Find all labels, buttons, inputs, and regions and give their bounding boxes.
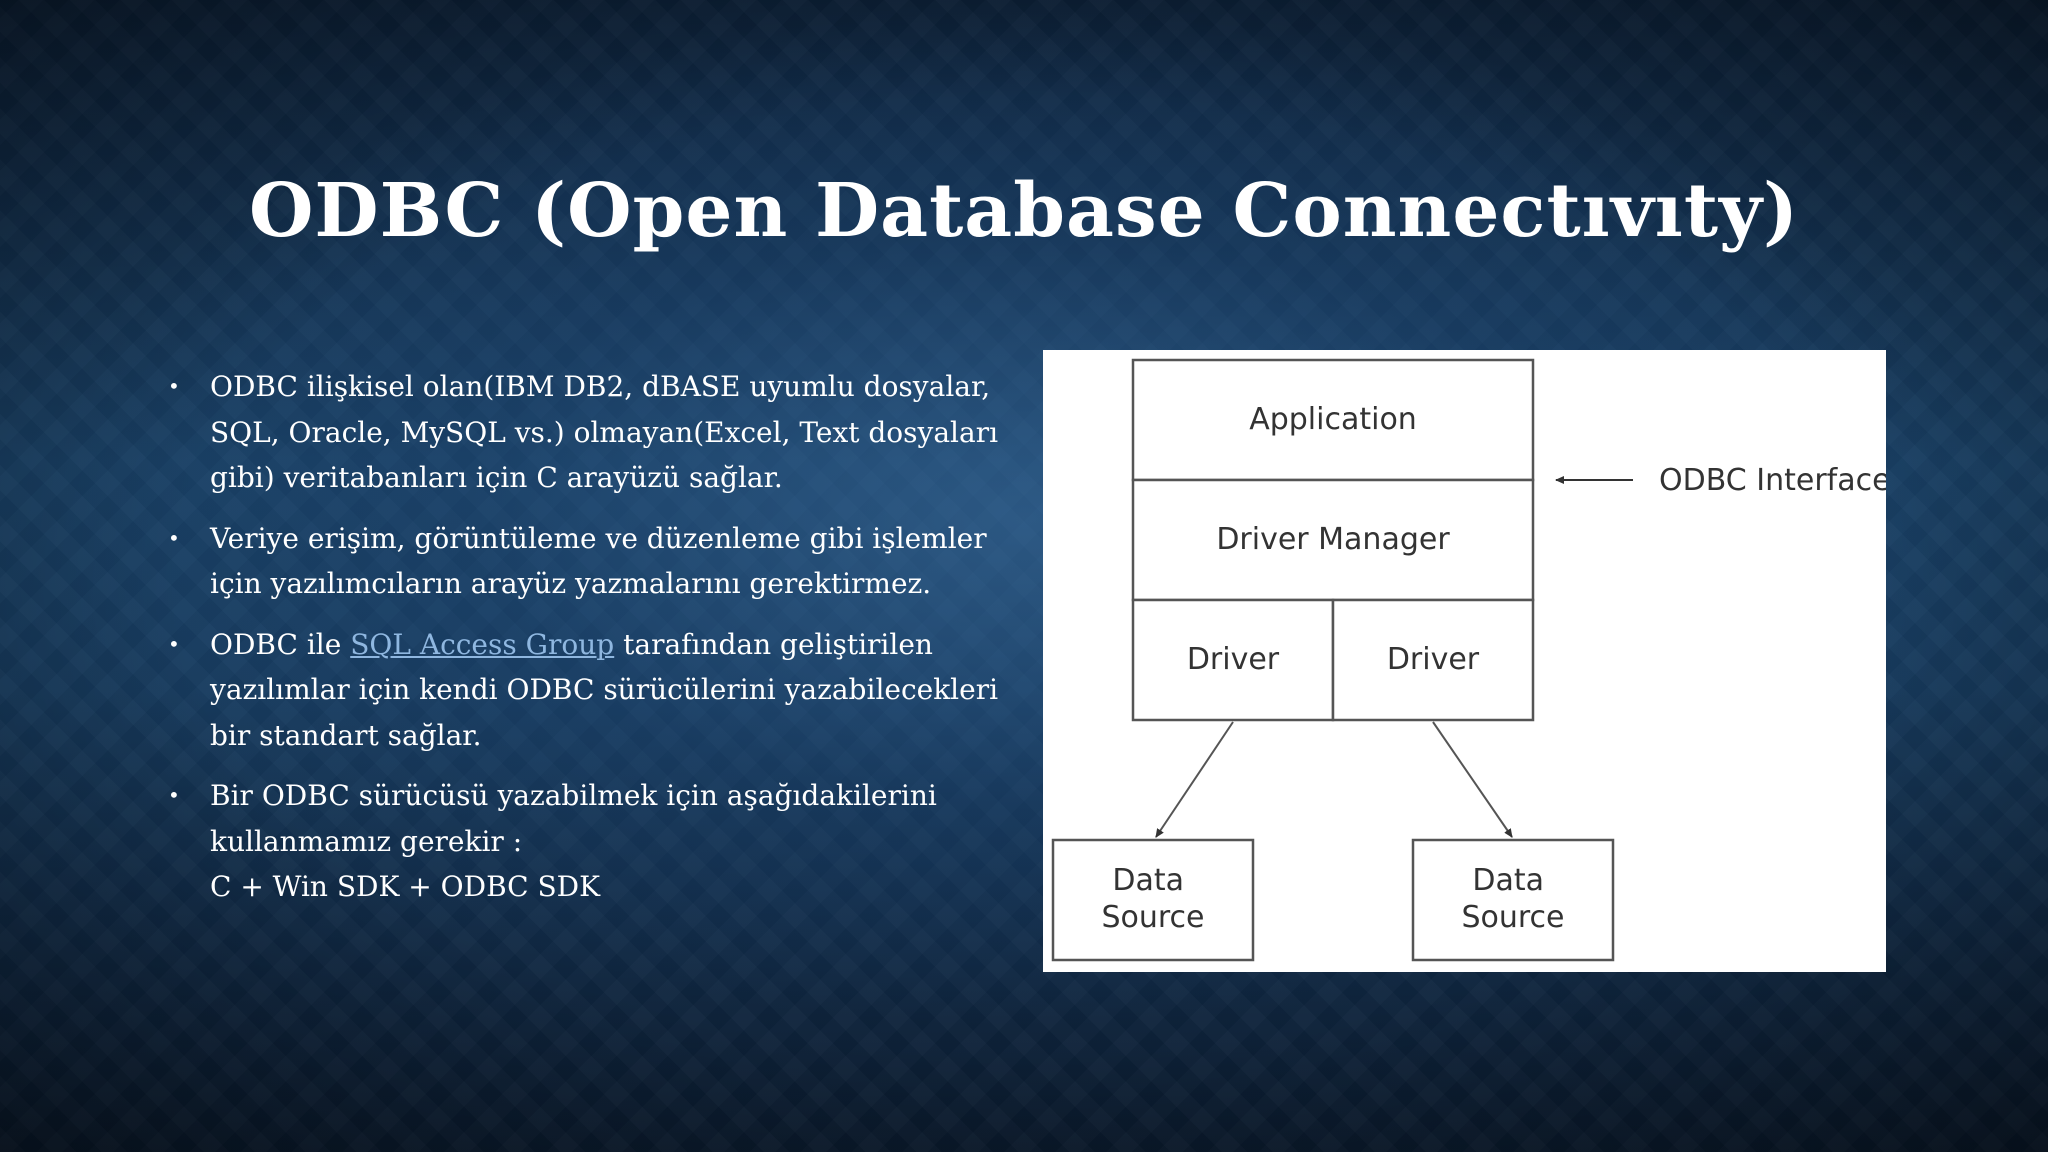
data-source-right-line2: Source [1461,900,1564,935]
arrow-to-data-source-right [1432,721,1513,838]
odbc-architecture-diagram: Application Driver Manager Driver Driver… [1043,350,1886,972]
bullet-item: • ODBC ile SQL Access Group tarafından g… [160,622,1020,759]
bullet-text-before: ODBC ile [210,627,351,661]
data-source-box-right [1411,838,1615,962]
driver-box-right [1331,598,1535,722]
application-box [1131,358,1535,482]
driver-label-left: Driver [1187,642,1280,677]
bullet-dot-icon: • [168,525,180,550]
driver-manager-box [1131,478,1535,602]
slide-title: ODBC (Open Database Connectıvıty) [248,168,1800,254]
diagram-svg: Application Driver Manager Driver Driver… [1051,358,1886,962]
driver-box-left [1131,598,1335,722]
data-source-right-line1: Data [1472,863,1544,898]
bullet-text: ODBC ilişkisel olan(IBM DB2, dBASE uyuml… [210,370,999,494]
application-label: Application [1249,402,1417,437]
data-source-label-right: Data Source [1461,863,1564,935]
bullet-dot-icon: • [168,783,180,807]
driver-label-right: Driver [1387,642,1480,677]
bullet-text: Bir ODBC sürücüsü yazabilmek için aşağıd… [210,779,937,858]
data-source-left-line2: Source [1101,900,1204,935]
bullet-item: • Veriye erişim, görüntüleme ve düzenlem… [160,516,1020,607]
bullet-item: • Bir ODBC sürücüsü yazabilmek için aşağ… [160,773,1020,910]
bullet-text: Veriye erişim, görüntüleme ve düzenleme … [210,521,987,601]
bullet-dot-icon: • [168,374,180,398]
bullet-formula: C + Win SDK + ODBC SDK [210,870,601,903]
bullet-list: • ODBC ilişkisel olan(IBM DB2, dBASE uyu… [160,364,1020,925]
data-source-left-line1: Data [1112,863,1184,898]
arrow-to-data-source-left [1155,721,1234,838]
interface-label: ODBC Interface [1659,463,1886,498]
bullet-dot-icon: • [168,631,180,656]
data-source-box-left [1051,838,1255,962]
driver-manager-label: Driver Manager [1216,522,1450,557]
bullet-item: • ODBC ilişkisel olan(IBM DB2, dBASE uyu… [160,364,1020,501]
sql-access-group-link[interactable]: SQL Access Group [350,627,615,661]
bullet-text-after: tarafından geliştirilen yazılımlar için … [210,627,999,752]
data-source-label-left: Data Source [1101,863,1204,935]
